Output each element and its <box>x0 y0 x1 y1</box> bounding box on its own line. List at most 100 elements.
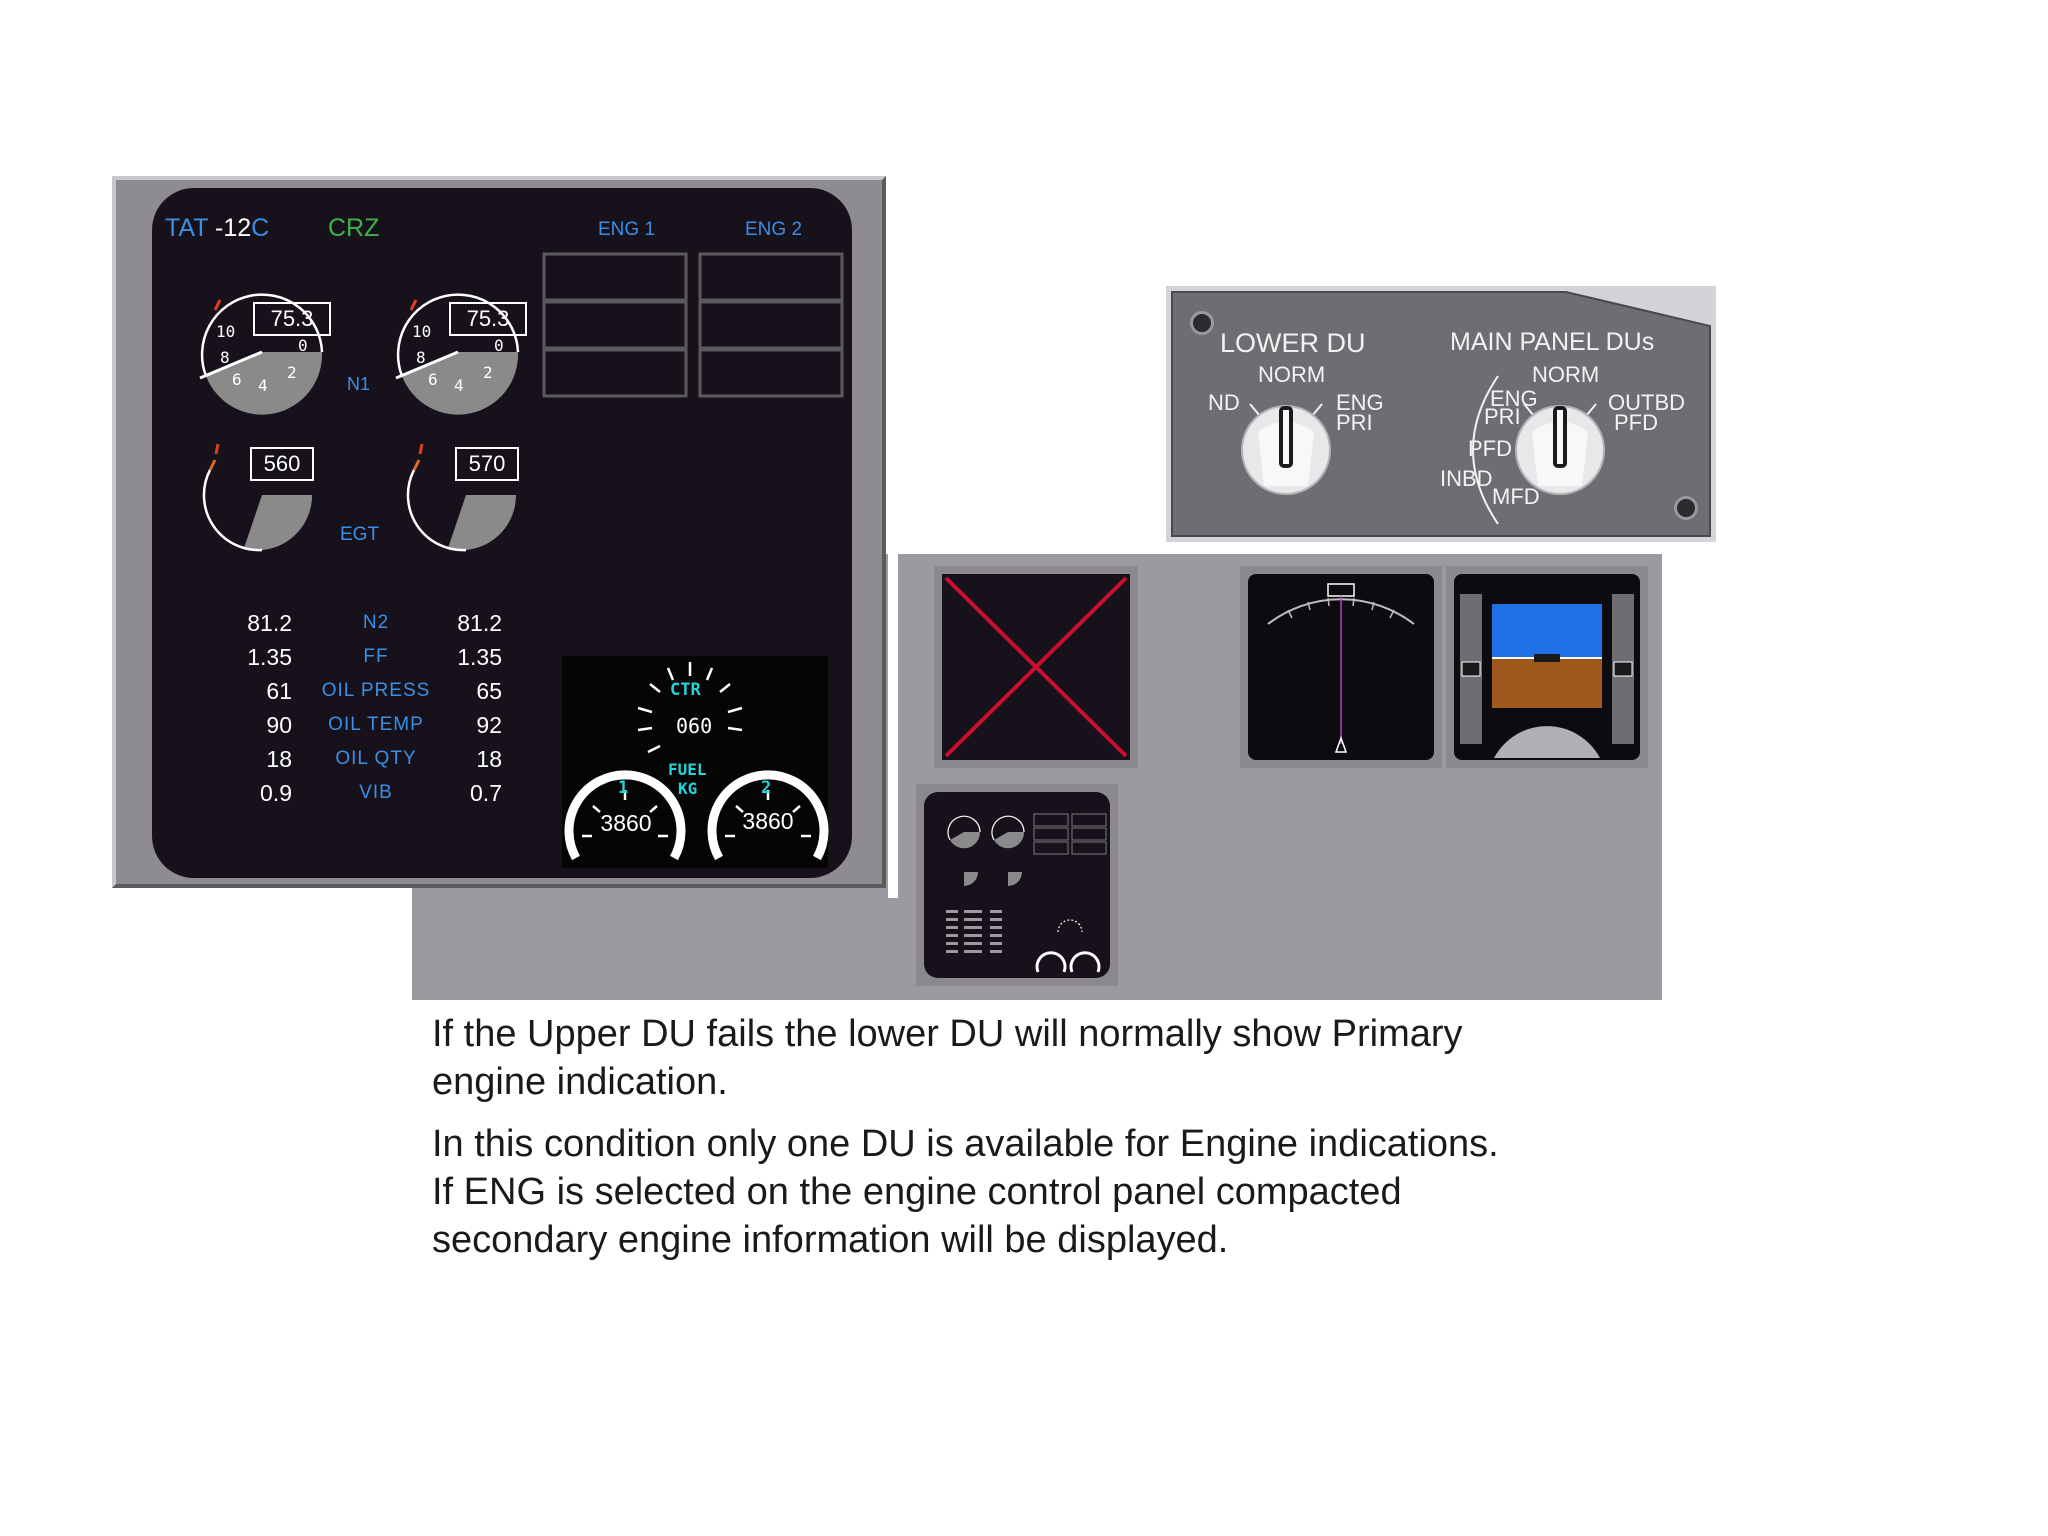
egt-right-readout: 570 <box>455 447 519 481</box>
tat-readout: TAT -12C <box>165 214 269 243</box>
main-panel-arc <box>1472 375 1499 525</box>
main-panel-mfd: MFD <box>1492 484 1540 509</box>
nd-thumbnail <box>1240 566 1442 768</box>
fuel-ctr-label: CTR <box>670 680 701 700</box>
fuel-tank2-label: 2 <box>761 778 772 798</box>
n1-label: N1 <box>347 374 371 394</box>
ff-label: FF <box>363 646 389 667</box>
status-box-grid <box>542 252 844 398</box>
eng1-label: ENG 1 <box>598 219 656 240</box>
n1-gauge-left <box>199 293 324 415</box>
lower-du-eng: ENG <box>1336 390 1384 415</box>
tat-value: -12 <box>215 214 252 242</box>
main-panel-inbd: INBD <box>1440 466 1493 491</box>
lower-du-screen <box>924 792 1110 978</box>
fuel-tank1-gauge <box>564 770 686 861</box>
thrust-mode: CRZ <box>328 214 380 242</box>
fuel-panel <box>562 656 828 868</box>
n1-tick-left-4: 4 <box>258 376 268 395</box>
n1-tick-right-6: 6 <box>428 370 438 389</box>
pfd-thumbnail <box>1446 566 1648 768</box>
tat-label: TAT <box>165 214 209 242</box>
n1-tick-right-4: 4 <box>454 376 464 395</box>
n1-tick-left-8: 8 <box>220 348 230 367</box>
ff-left: 1.35 <box>247 644 292 670</box>
eicas-frame-edge <box>888 176 898 898</box>
caption-line: In this condition only one DU is availab… <box>432 1123 1499 1165</box>
n1-tick-left-10: 10 <box>216 322 236 341</box>
oil-press-left: 61 <box>266 678 292 704</box>
n1-right-readout: 75.3 <box>449 302 527 336</box>
oil-temp-label: OIL TEMP <box>328 714 424 735</box>
n1-tick-right-8: 8 <box>416 348 426 367</box>
n1-tick-left-2: 2 <box>287 363 297 382</box>
main-panel-norm: NORM <box>1532 362 1600 387</box>
main-panel-eng: ENG <box>1490 386 1538 411</box>
caption-line: If ENG is selected on the engine control… <box>432 1171 1402 1213</box>
status-box <box>698 300 844 350</box>
fuel-ctr-value: 060 <box>676 714 713 738</box>
caption-paragraph-1: If the Upper DU fails the lower DU will … <box>432 1010 1463 1106</box>
lower-du-title: LOWER DU <box>1220 328 1366 358</box>
fuel-ctr-gauge <box>637 662 743 754</box>
n2-label: N2 <box>362 612 390 633</box>
fuel-tank1-label: 1 <box>618 778 629 798</box>
main-panel-title: MAIN PANEL DUs <box>1450 328 1655 356</box>
lower-du-selector-knob[interactable] <box>1236 392 1336 502</box>
ff-right: 1.35 <box>457 644 502 670</box>
pfd-screen <box>1454 574 1640 760</box>
caption-paragraph-2: In this condition only one DU is availab… <box>432 1120 1499 1264</box>
fail-cross-icon <box>942 574 1130 760</box>
n1-tick-left-0: 0 <box>298 336 308 355</box>
vib-left: 0.9 <box>260 780 292 806</box>
vib-label: VIB <box>359 782 393 803</box>
failed-upper-du <box>934 566 1138 768</box>
egt-gauge-left <box>202 443 313 552</box>
oil-press-label: OIL PRESS <box>321 680 431 701</box>
tat-unit: C <box>251 214 270 242</box>
n2-left: 81.2 <box>247 610 292 636</box>
n1-left-readout: 75.3 <box>253 302 331 336</box>
status-box <box>542 252 688 302</box>
main-panel-pfd-left: PFD <box>1468 436 1512 461</box>
status-box <box>698 348 844 398</box>
caption-line: If the Upper DU fails the lower DU will … <box>432 1013 1463 1055</box>
caption-line: secondary engine information will be dis… <box>432 1219 1229 1261</box>
lower-du-thumbnail <box>916 784 1118 986</box>
oil-qty-right: 18 <box>476 746 502 772</box>
status-box <box>698 252 844 302</box>
oil-qty-label: OIL QTY <box>335 748 417 769</box>
fuel-unit-label: KG <box>678 779 698 798</box>
oil-press-right: 65 <box>476 678 502 704</box>
egt-label: EGT <box>340 524 380 545</box>
caption-line: engine indication. <box>432 1061 728 1103</box>
fuel-tank2-gauge <box>707 770 829 861</box>
nd-screen <box>1248 574 1434 760</box>
oil-qty-left: 18 <box>266 746 292 772</box>
main-panel-pfd-right: PFD <box>1614 410 1658 435</box>
egt-gauge-right <box>406 443 517 552</box>
n2-right: 81.2 <box>457 610 502 636</box>
status-box <box>542 348 688 398</box>
fuel-tank1-value: 3860 <box>600 810 652 836</box>
n1-gauge-right <box>395 293 520 415</box>
lower-du-norm: NORM <box>1258 362 1326 387</box>
main-panel-selector-knob[interactable] <box>1510 392 1610 502</box>
main-panel-outbd: OUTBD <box>1608 390 1685 415</box>
eng2-label: ENG 2 <box>745 219 803 240</box>
n1-tick-right-0: 0 <box>494 336 504 355</box>
oil-temp-left: 90 <box>266 712 292 738</box>
n1-tick-left-6: 6 <box>232 370 242 389</box>
fuel-label: FUEL <box>668 760 707 779</box>
lower-du-nd: ND <box>1208 390 1240 415</box>
lower-du-pri: PRI <box>1336 410 1373 435</box>
fuel-tank2-value: 3860 <box>742 808 794 834</box>
panel-screw-top-left <box>1190 311 1214 335</box>
egt-left-readout: 560 <box>250 447 314 481</box>
status-box <box>542 300 688 350</box>
n1-tick-right-2: 2 <box>483 363 493 382</box>
oil-temp-right: 92 <box>476 712 502 738</box>
main-panel-pri: PRI <box>1484 404 1521 429</box>
panel-screw-bottom-right <box>1674 496 1698 520</box>
vib-right: 0.7 <box>470 780 502 806</box>
